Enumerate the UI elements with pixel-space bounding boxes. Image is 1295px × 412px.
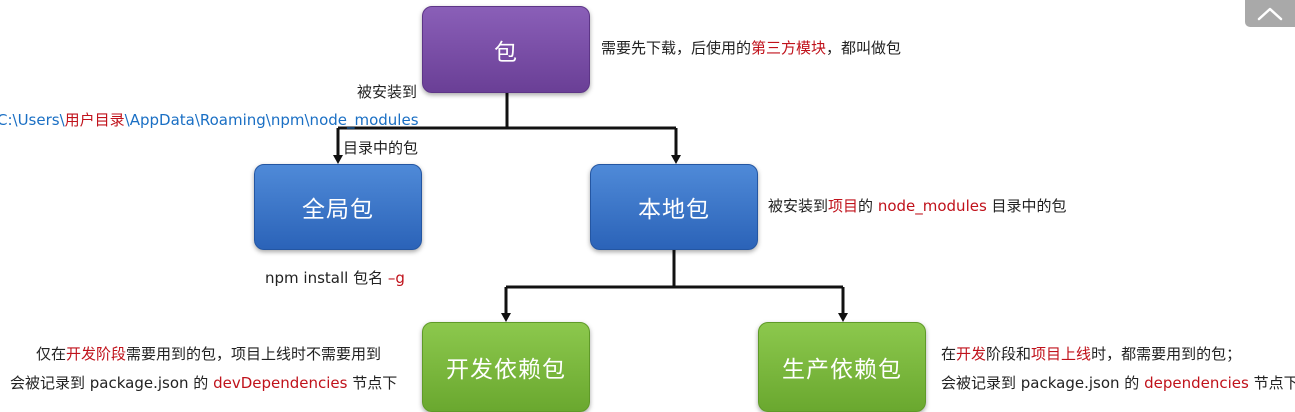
dev-dependency-node: 开发依赖包: [422, 322, 590, 412]
package-node: 包: [422, 6, 590, 93]
prod-dependency-node: 生产依赖包: [758, 322, 926, 412]
prod-description-line2: 会被记录到 package.json 的 dependencies 节点下: [941, 374, 1295, 392]
in-directory-label: 目录中的包: [343, 139, 419, 157]
global-install-command: npm install 包名 –g: [265, 269, 405, 287]
package-description: 需要先下载，后使用的第三方模块，都叫做包: [601, 39, 902, 57]
dev-description-line2: 会被记录到 package.json 的 devDependencies 节点下: [10, 374, 398, 392]
scroll-top-button[interactable]: [1245, 0, 1295, 27]
local-package-node: 本地包: [590, 164, 758, 250]
connector-lines: [333, 93, 848, 322]
global-package-node: 全局包: [254, 164, 422, 250]
global-install-path: C:\Users\用户目录\AppData\Roaming\npm\node_m…: [0, 111, 419, 129]
prod-description-line1: 在开发阶段和项目上线时，都需要用到的包；: [941, 345, 1242, 363]
local-package-description: 被安装到项目的 node_modules 目录中的包: [768, 197, 1067, 215]
installed-to-label: 被安装到: [357, 83, 418, 101]
dev-description-line1: 仅在开发阶段需要用到的包，项目上线时不需要用到: [36, 345, 382, 363]
chevron-up-icon: [1257, 7, 1283, 20]
